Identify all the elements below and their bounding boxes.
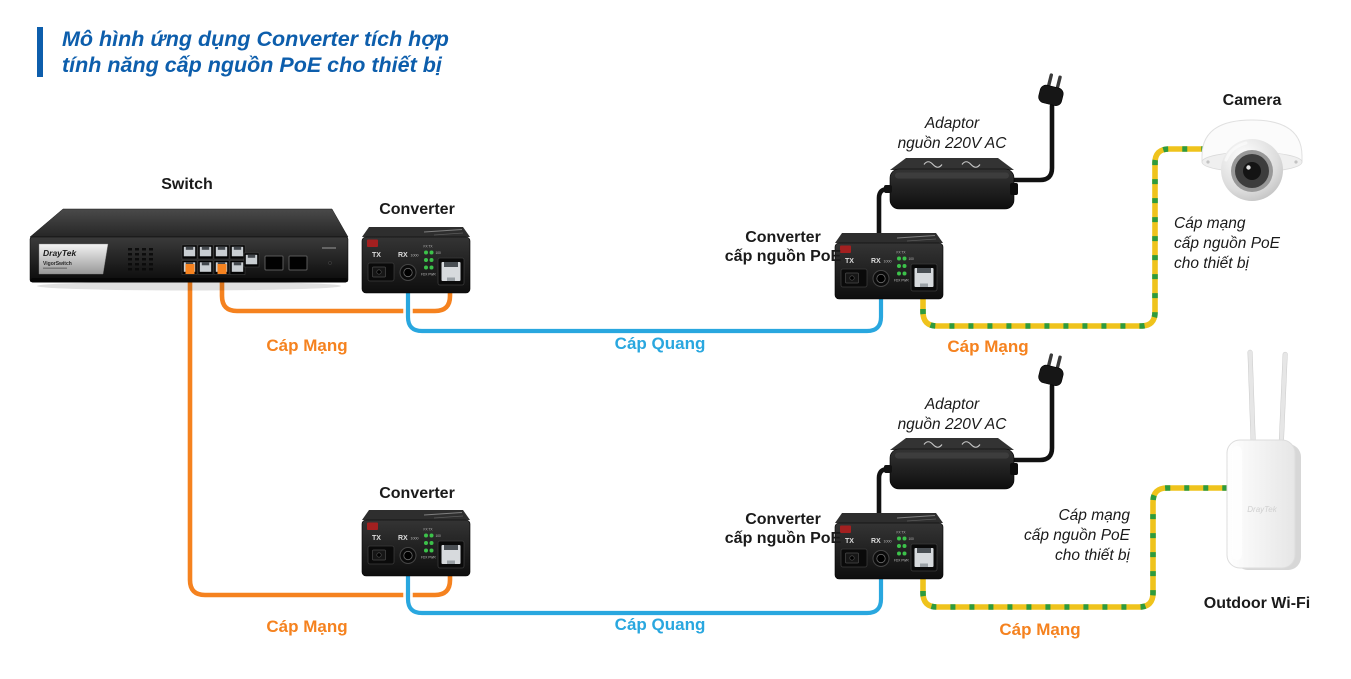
fiber-cable-top <box>405 281 884 334</box>
outdoor-wifi-device: DrayTek <box>1226 349 1301 570</box>
poe-cable-bottom-label: Cáp Mạng <box>999 620 1081 639</box>
page-title: Mô hình ứng dụng Converter tích hợp tính… <box>62 26 449 78</box>
poe-converter-top-label: Converter cấp nguồn PoE <box>725 228 841 266</box>
converter-top-device <box>361 226 471 294</box>
power-cable-top-plug <box>1009 103 1055 183</box>
fiber-cables <box>403 279 886 618</box>
wifi-antenna-left <box>1247 349 1256 445</box>
switch-badge <box>38 243 109 275</box>
converter-bottom-device <box>361 509 471 577</box>
poe-note-top-line2: cấp nguồn PoE <box>1174 235 1281 252</box>
adaptor-bottom-plug <box>1037 351 1068 388</box>
switch-port-block <box>181 244 336 275</box>
adaptor-bottom-label-line1: Adaptor <box>924 396 980 413</box>
switch-sfp-slot-1 <box>264 255 284 271</box>
poe-note-bottom-line3: cho thiết bị <box>1055 547 1130 564</box>
adaptor-top-label-line1: Adaptor <box>924 115 980 132</box>
adaptor-bottom-label-line2: nguồn 220V AC <box>897 416 1007 433</box>
poe-cables <box>918 144 1237 612</box>
poe-note-bottom-line1: Cáp mạng <box>1058 507 1130 524</box>
switch-label: Switch <box>161 176 213 193</box>
power-cable-bottom-plug <box>1009 383 1055 463</box>
poe-note-top-line1: Cáp mạng <box>1174 215 1246 232</box>
adaptor-top-label-line2: nguồn 220V AC <box>897 135 1007 152</box>
poe-note-top-line3: cho thiết bị <box>1174 255 1249 272</box>
lan-cable-top-label: Cáp Mạng <box>266 336 348 355</box>
poe-converter-top-label-line1: Converter <box>745 229 821 246</box>
fiber-cable-bottom-halo <box>403 562 886 618</box>
page-title-line2: tính năng cấp nguồn PoE cho thiết bị <box>62 53 442 77</box>
fiber-cable-top-label: Cáp Quang <box>614 334 706 353</box>
poe-converter-top-device <box>834 232 944 300</box>
switch-uplink-port <box>243 252 260 268</box>
switch-device: DrayTek VigorSwitch <box>29 208 349 291</box>
switch-model-text: VigorSwitch <box>43 261 72 267</box>
fiber-cable-top-halo <box>403 279 886 336</box>
wifi-brand-text: DrayTek <box>1247 505 1277 514</box>
camera-device <box>1201 119 1303 201</box>
converter-top-label: Converter <box>379 201 455 218</box>
adaptor-top-device <box>883 157 1019 210</box>
switch-brand-text: DrayTek <box>43 248 78 258</box>
camera-label: Camera <box>1222 92 1282 109</box>
poe-converter-bottom-label: Converter cấp nguồn PoE <box>725 510 841 548</box>
wifi-body <box>1226 439 1296 569</box>
lan-cables <box>185 257 455 600</box>
poe-note-top: Cáp mạng cấp nguồn PoE cho thiết bị <box>1174 214 1280 274</box>
title-accent-bar <box>37 27 43 77</box>
converter-bottom-label: Converter <box>379 485 455 502</box>
poe-converter-bottom-label-line2: cấp nguồn PoE <box>724 530 842 547</box>
poe-note-bottom-line2: cấp nguồn PoE <box>1023 527 1130 544</box>
poe-cable-top <box>920 146 1215 329</box>
page-title-line1: Mô hình ứng dụng Converter tích hợp <box>62 27 449 51</box>
poe-cable-top-label: Cáp Mạng <box>947 337 1029 356</box>
switch-sfp-slot-2 <box>288 255 308 271</box>
fiber-cable-bottom-label: Cáp Quang <box>614 615 706 634</box>
adaptor-top-label: Adaptor nguồn 220V AC <box>898 114 1007 154</box>
outdoor-wifi-label: Outdoor Wi-Fi <box>1203 595 1311 612</box>
switch-plug-orange-2 <box>217 264 227 274</box>
lan-cable-bottom-label: Cáp Mạng <box>266 617 348 636</box>
poe-converter-bottom-label-line1: Converter <box>745 511 821 528</box>
poe-converter-top-label-line2: cấp nguồn PoE <box>724 248 842 265</box>
camera-lens <box>1243 162 1261 180</box>
poe-cable-bottom <box>920 485 1235 610</box>
switch-plug-orange-1 <box>185 264 195 274</box>
poe-converter-bottom-device <box>834 512 944 580</box>
adaptor-top-plug <box>1037 71 1068 108</box>
fiber-cable-bottom <box>405 564 884 616</box>
wifi-antenna-right <box>1278 351 1288 445</box>
switch-vent <box>128 248 153 273</box>
lan-cable-bottom <box>187 259 453 598</box>
adaptor-bottom-label: Adaptor nguồn 220V AC <box>898 395 1007 435</box>
adaptor-bottom-device <box>883 437 1019 490</box>
poe-note-bottom: Cáp mạng cấp nguồn PoE cho thiết bị <box>930 506 1130 566</box>
lan-cable-top <box>219 259 453 314</box>
